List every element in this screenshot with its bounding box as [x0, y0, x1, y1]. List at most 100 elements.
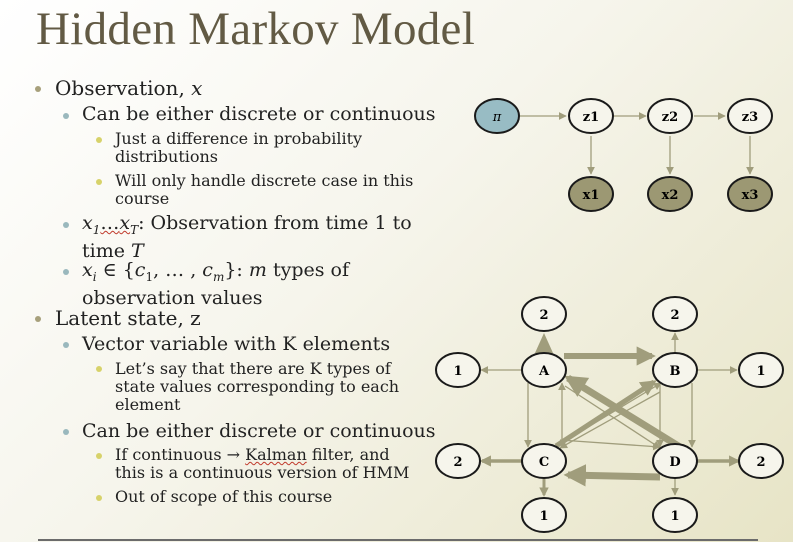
bullet-text-line: Just a difference in probability [115, 129, 363, 148]
bullet-dot [35, 86, 41, 92]
leaf-node [738, 352, 784, 388]
bullet-text: types of [266, 259, 349, 281]
x2-node [647, 176, 693, 212]
bullet-text-line: distributions [115, 147, 219, 166]
var-x: x [119, 212, 131, 234]
bullet-out-of-scope: Out of scope of this course [115, 487, 333, 506]
x1-label: x1 [583, 188, 600, 203]
bullet-observation-values: xi ∈ {c1, … , cm}: m types of observatio… [82, 260, 349, 309]
leaf-node [652, 497, 698, 533]
z2-node [647, 98, 693, 134]
var-m: m [248, 259, 267, 281]
set-symbol: ∈ { [96, 259, 135, 281]
subscript: i [92, 269, 97, 284]
bullet-dot [35, 316, 41, 322]
bullet-dot [63, 342, 69, 348]
leaf-label: 2 [453, 455, 462, 470]
var-x: x [82, 259, 93, 281]
kalman-word: Kalman [245, 445, 307, 464]
x1-node [568, 176, 614, 212]
bullet-text: Observation, [55, 76, 192, 100]
bullet-discrete-continuous-2: Can be either discrete or continuous [82, 420, 436, 442]
var-c: c [134, 259, 146, 281]
subscript: T [130, 222, 139, 237]
bullet-dot [96, 179, 102, 185]
bullet-discrete-case: Will only handle discrete case in this c… [115, 172, 413, 208]
up-arrow-icon [535, 333, 553, 353]
bullet-latent-state: Latent state, z [55, 306, 201, 330]
bullet-dot [96, 453, 102, 459]
leaf-node [738, 443, 784, 479]
bullet-vector-variable: Vector variable with K elements [82, 333, 391, 355]
bullet-probability: Just a difference in probability distrib… [115, 130, 362, 166]
z3-node [727, 98, 773, 134]
state-node-d [652, 443, 698, 479]
bullet-text-line: Will only handle discrete case in this [115, 171, 414, 190]
leaf-node [652, 296, 698, 332]
leaf-node [521, 296, 567, 332]
subscript: 1 [145, 269, 154, 284]
z1-node [568, 98, 614, 134]
bullet-dot [63, 429, 69, 435]
bullet-dot [63, 269, 69, 275]
var-x: x [82, 212, 93, 234]
subscript: 1 [92, 222, 101, 237]
leaf-label: 2 [670, 308, 679, 323]
leaf-node [435, 443, 481, 479]
bullet-observation: Observation, x [55, 76, 202, 100]
bullet-dot [96, 366, 102, 372]
x3-node [727, 176, 773, 212]
bullet-text-line: Let’s say that there are K types of [115, 359, 391, 378]
bullet-discrete-continuous: Can be either discrete or continuous [82, 103, 436, 125]
bullet-text-line: state values corresponding to each [115, 377, 400, 396]
ellipsis: … [100, 212, 120, 234]
hmm-chain-diagram: π z1 z2 z3 x1 x2 x3 [474, 98, 773, 212]
state-node-c [521, 443, 567, 479]
x2-label: x2 [662, 188, 679, 203]
bullet-text-line: element [115, 395, 181, 414]
bullet-text-line: observation values [82, 286, 263, 309]
x3-label: x3 [742, 188, 759, 203]
z2-label: z2 [662, 110, 678, 125]
var-T: T [131, 239, 144, 262]
state-node-a [521, 352, 567, 388]
pi-label: π [492, 110, 502, 125]
var-x: x [191, 76, 203, 100]
bullet-dot [63, 113, 69, 119]
leaf-node [521, 497, 567, 533]
ellipsis: , … , [153, 259, 203, 281]
leaf-label: 2 [756, 455, 765, 470]
bullet-text: this is a continuous version of [115, 463, 363, 482]
slide-title: Hidden Markov Model [36, 3, 476, 55]
bullet-dot [63, 222, 69, 228]
state-transition-diagram: 2 2 1 A B 1 2 C D 2 1 1 [435, 296, 784, 533]
leaf-label: 1 [453, 364, 462, 379]
footer-divider [38, 539, 758, 541]
var-c: c [202, 259, 213, 281]
state-label-b: B [670, 364, 681, 379]
leaf-label: 1 [756, 364, 765, 379]
right-arrow-icon: → [226, 445, 241, 464]
set-symbol: }: [224, 259, 249, 281]
bullet-text: : Observation from time 1 to [138, 212, 412, 234]
bullet-text: HMM [362, 463, 410, 482]
subscript: m [212, 269, 225, 284]
bullet-kalman: If continuous → Kalman filter, and this … [115, 446, 409, 482]
leaf-label: 1 [539, 509, 548, 524]
bullet-text: time [82, 239, 132, 262]
bullet-text: filter, and [306, 445, 390, 464]
leaf-node [435, 352, 481, 388]
bullet-k-types: Let’s say that there are K types of stat… [115, 360, 399, 414]
pi-node [474, 98, 520, 134]
state-label-c: C [539, 455, 549, 470]
state-node-b [652, 352, 698, 388]
state-label-a: A [538, 364, 550, 379]
bullet-dot [96, 495, 102, 501]
bullet-dot [96, 137, 102, 143]
leaf-label: 1 [670, 509, 679, 524]
bullet-observation-time: x1…xT: Observation from time 1 to time T [82, 213, 412, 262]
state-label-d: D [669, 455, 680, 470]
leaf-label: 2 [539, 308, 548, 323]
bullet-list: Observation, x Can be either discrete or… [35, 76, 436, 506]
